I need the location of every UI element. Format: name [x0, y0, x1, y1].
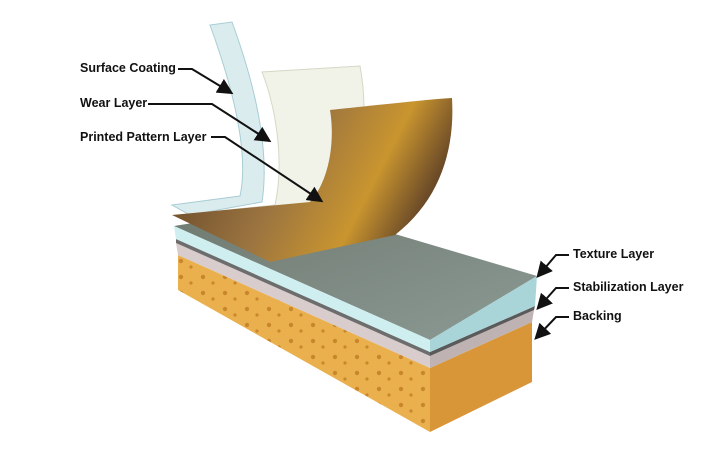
printed-pattern-layer-label: Printed Pattern Layer: [80, 130, 207, 144]
stabilization-layer-label: Stabilization Layer: [573, 280, 684, 294]
stabilization-layer: [176, 239, 535, 368]
surface-coating-sheet: [170, 21, 265, 216]
surface-coating-label: Surface Coating: [80, 61, 176, 75]
surface-coating-leader: [178, 68, 234, 95]
backing-layer: [178, 255, 532, 432]
backing-label: Backing: [573, 309, 622, 323]
backing-leader: [534, 316, 569, 340]
printed-pattern-sheet: [172, 98, 453, 262]
printed-pattern-leader: [211, 136, 324, 203]
wear-layer-label: Wear Layer: [80, 96, 148, 110]
wear-layer-leader: [148, 103, 272, 143]
texture-layer-label: Texture Layer: [573, 247, 655, 261]
texture-layer-leader: [536, 254, 569, 279]
stabilization-layer-leader: [536, 287, 569, 310]
